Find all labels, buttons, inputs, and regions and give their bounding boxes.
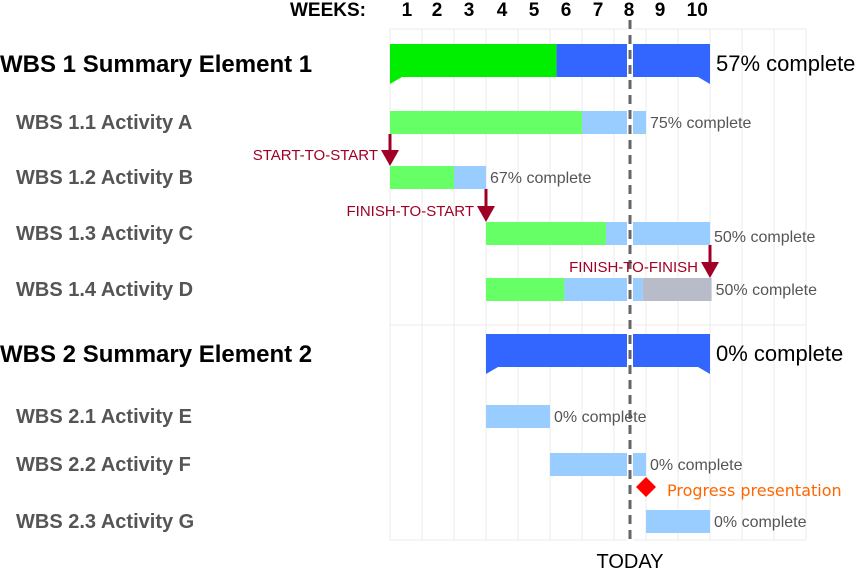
week-tick-label: 10 (687, 0, 708, 21)
task-percent-complete: 0% complete (554, 409, 647, 426)
week-tick-label: 8 (624, 0, 635, 21)
task-label: WBS 2.2 Activity F (16, 454, 191, 476)
milestone-label: Progress presentation (667, 481, 842, 500)
task-code: WBS 2.3 (16, 511, 96, 533)
summary-percent-complete: 57% complete (716, 51, 855, 76)
task-label: WBS 1.2 Activity B (16, 167, 193, 189)
task-label: WBS 2.3 Activity G (16, 511, 194, 533)
task-bar-segment-done (390, 166, 454, 189)
task-name: Activity F (101, 454, 191, 476)
task-label: WBS 2.1 Activity E (16, 406, 192, 428)
task-percent-complete: 50% complete (716, 282, 817, 299)
summary-label: WBS 2 Summary Element 2 (0, 341, 312, 368)
task-code: WBS 1.2 (16, 167, 96, 189)
task-name: Activity C (101, 223, 193, 245)
task-bar-segment-todo (550, 453, 646, 476)
task-label: WBS 1.4 Activity D (16, 279, 193, 301)
dependency-arrow-head-icon (701, 262, 719, 278)
week-tick-label: 5 (529, 0, 540, 21)
task-bar-segment-done (486, 278, 565, 301)
task-bar-segment-todo (646, 510, 710, 533)
summary-bar-complete (390, 44, 557, 84)
task-bar-segment-done (390, 111, 582, 134)
task-bar-segment-todo (606, 222, 710, 245)
week-tick-label: 6 (561, 0, 572, 21)
week-tick-label: 7 (593, 0, 604, 21)
week-tick-label: 9 (655, 0, 666, 21)
task-percent-complete: 50% complete (714, 229, 815, 246)
task-code: WBS 1.4 (16, 279, 97, 301)
summary-label: WBS 1 Summary Element 1 (0, 51, 312, 78)
milestone-diamond-icon (636, 477, 656, 497)
dependency-label: FINISH-TO-FINISH (569, 259, 698, 276)
weeks-axis-label: WEEKS: (290, 0, 366, 21)
task-percent-complete: 0% complete (650, 457, 743, 474)
task-bar-segment-late (642, 278, 712, 301)
summary-bar-remaining (486, 334, 710, 374)
task-name: Activity A (101, 112, 193, 134)
task-bar-segment-todo (454, 166, 486, 189)
dependencies (381, 134, 719, 278)
task-label: WBS 1.1 Activity A (16, 112, 192, 134)
task-name: Activity G (101, 511, 194, 533)
task-label: WBS 1.3 Activity C (16, 223, 193, 245)
task-code: WBS 1.3 (16, 223, 96, 245)
summary-name: Summary Element 1 (83, 51, 312, 78)
week-tick-label: 3 (464, 0, 475, 21)
summary-bar-remaining (556, 44, 710, 84)
task-name: Activity D (101, 279, 193, 301)
week-tick-label: 2 (432, 0, 443, 21)
task-name: Activity B (101, 167, 193, 189)
summary-space (76, 51, 83, 78)
dependency-arrow-head-icon (477, 206, 495, 222)
task-code: WBS 2.2 (16, 454, 96, 476)
week-tick-label: 4 (497, 0, 508, 21)
summary-code: WBS 2 (0, 341, 76, 368)
summary-space (76, 341, 83, 368)
week-tick-label: 1 (402, 0, 413, 21)
dependency-label: START-TO-START (253, 147, 378, 164)
task-percent-complete: 67% complete (490, 170, 591, 187)
dependency-arrow-head-icon (381, 150, 399, 166)
task-bar-segment-done (486, 222, 606, 245)
task-name: Activity E (101, 406, 192, 428)
task-code: WBS 1.1 (16, 112, 96, 134)
summary-percent-complete: 0% complete (716, 341, 843, 366)
task-code: WBS 2.1 (16, 406, 96, 428)
dependency-label: FINISH-TO-START (347, 203, 475, 220)
task-percent-complete: 0% complete (714, 514, 807, 531)
task-bar-segment-todo (582, 111, 646, 134)
task-bar-segment-todo (486, 405, 550, 428)
task-bar-segment-todo (564, 278, 643, 301)
today-label: TODAY (596, 551, 663, 571)
task-percent-complete: 75% complete (650, 115, 751, 132)
summary-name: Summary Element 2 (83, 341, 312, 368)
summary-code: WBS 1 (0, 51, 76, 78)
